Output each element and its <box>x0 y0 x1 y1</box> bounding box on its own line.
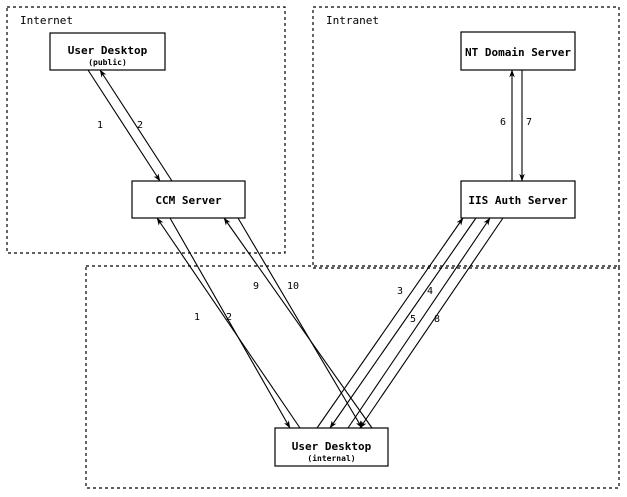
flow-line-step-9 <box>223 217 373 429</box>
edge-label-step-2-public: 2 <box>137 120 143 131</box>
node-ccm-server-title: CCM Server <box>155 194 222 207</box>
edge-label-step-1-public: 1 <box>97 120 103 131</box>
node-ccm-server-box[interactable] <box>131 180 246 219</box>
node-user-desktop-public[interactable]: User Desktop (public) <box>49 32 166 71</box>
edge-label-step-1-internal: 1 <box>194 312 200 323</box>
flow-public-desktop-ccm <box>87 69 173 182</box>
zone-intranet-boundary <box>312 6 620 269</box>
node-user-desktop-internal-title: User Desktop <box>292 440 372 453</box>
flow-ccm-internal-desktop-910 <box>223 217 373 429</box>
zone-lan <box>85 265 620 489</box>
zone-internet-boundary <box>6 6 286 254</box>
edge-label-step-8: 8 <box>434 314 440 325</box>
node-iis-auth-server-box[interactable] <box>460 180 576 219</box>
node-user-desktop-internal-subtitle: (internal) <box>307 453 355 463</box>
edge-label-step-7: 7 <box>526 117 532 128</box>
flow-iis-internal-desktop-34 <box>316 217 477 429</box>
flow-line-step-1-internal <box>156 217 301 429</box>
flow-line-step-8 <box>359 217 504 429</box>
flow-ccm-internal-desktop-12 <box>156 217 301 429</box>
flow-line-step-5 <box>347 217 491 429</box>
flow-line-step-3 <box>316 217 464 429</box>
node-nt-domain-server-title: NT Domain Server <box>465 46 571 59</box>
flow-line-step-1-public <box>87 69 161 182</box>
node-user-desktop-public-subtitle: (public) <box>88 57 127 67</box>
edge-label-step-2-internal: 2 <box>226 312 232 323</box>
flow-line-step-10 <box>237 217 363 429</box>
flow-line-step-2-public <box>99 69 173 182</box>
node-user-desktop-internal[interactable]: User Desktop (internal) <box>274 427 389 467</box>
edge-label-step-3: 3 <box>397 286 403 297</box>
edge-labels: 1 2 1 2 3 4 5 6 7 8 9 10 <box>97 117 532 325</box>
flow-line-step-2-internal <box>169 217 291 429</box>
zone-intranet: Intranet <box>312 6 620 269</box>
node-iis-auth-server[interactable]: IIS Auth Server <box>460 180 576 219</box>
node-nt-domain-server-box[interactable] <box>460 31 576 71</box>
zone-intranet-label: Intranet <box>326 14 379 27</box>
zone-internet-label: Internet <box>20 14 73 27</box>
edge-label-step-4: 4 <box>427 286 433 297</box>
flow-iis-internal-desktop-58 <box>347 217 504 429</box>
edge-label-step-10: 10 <box>287 281 299 292</box>
node-ccm-server[interactable]: CCM Server <box>131 180 246 219</box>
flow-iis-nt <box>509 69 525 182</box>
zone-internet: Internet <box>6 6 286 254</box>
edge-label-step-6: 6 <box>500 117 506 128</box>
edge-label-step-5: 5 <box>410 314 416 325</box>
node-iis-auth-server-title: IIS Auth Server <box>468 194 568 207</box>
node-nt-domain-server[interactable]: NT Domain Server <box>460 31 576 71</box>
edge-label-step-9: 9 <box>253 281 259 292</box>
node-user-desktop-internal-box[interactable] <box>274 427 389 467</box>
zone-lan-boundary <box>85 265 620 489</box>
node-user-desktop-public-title: User Desktop <box>68 44 148 57</box>
node-user-desktop-public-box[interactable] <box>49 32 166 71</box>
flow-line-step-4 <box>329 217 477 429</box>
